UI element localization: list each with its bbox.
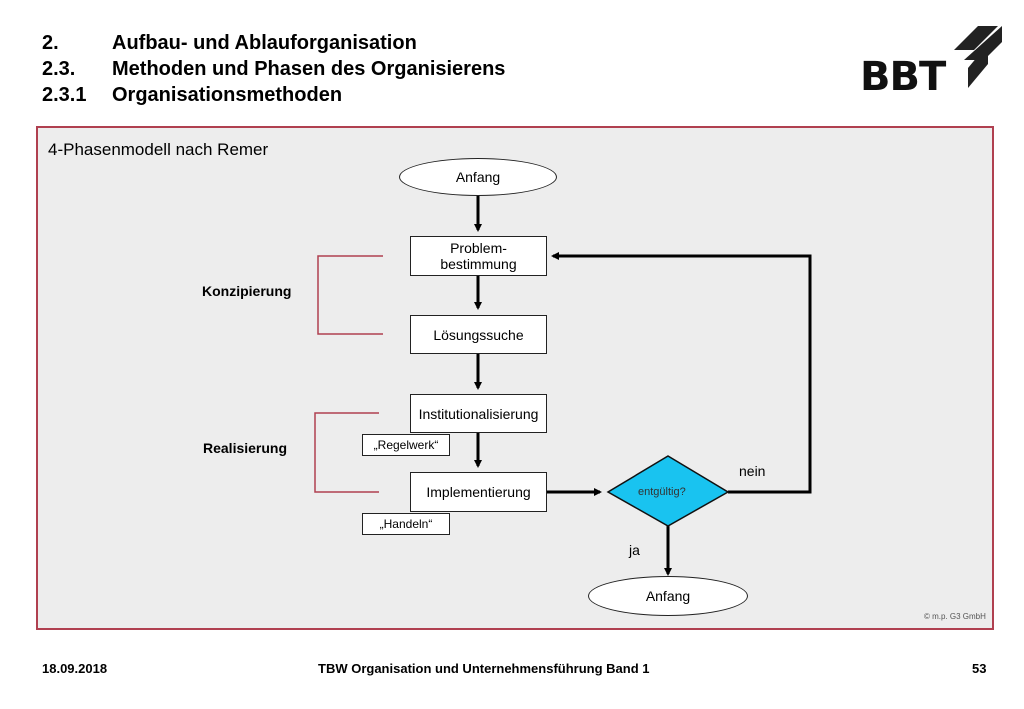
arrow-decision-no-loop bbox=[551, 252, 812, 494]
heading-number: 2.3. bbox=[42, 58, 76, 80]
footer-date: 18.09.2018 bbox=[42, 661, 108, 676]
heading-text: Methoden und Phasen des Organisierens bbox=[112, 58, 506, 80]
diagram-subtitle: 4-Phasenmodell nach Remer bbox=[48, 140, 269, 159]
footer-title: TBW Organisation und Unternehmensführung… bbox=[318, 661, 650, 676]
heading-text: Aufbau- und Ablauforganisation bbox=[112, 32, 417, 54]
note-regelwerk: „Regelwerk“ bbox=[362, 434, 450, 456]
heading-number: 2.3.1 bbox=[42, 84, 87, 106]
phase-realisierung: Realisierung bbox=[203, 440, 288, 456]
step-institutionalisierung: Institutionalisierung bbox=[410, 394, 547, 433]
bracket-konzipierung bbox=[317, 255, 383, 335]
phase-konzipierung: Konzipierung bbox=[202, 283, 292, 299]
decision-diamond bbox=[606, 455, 730, 527]
copyright-note: © m.p. G3 GmbH bbox=[924, 612, 986, 621]
step-implementierung: Implementierung bbox=[410, 472, 547, 512]
bbt-logo: BBT bbox=[860, 26, 1002, 96]
decision-label: entgültig? bbox=[638, 486, 686, 498]
heading-number: 2. bbox=[42, 32, 59, 54]
diagram-panel bbox=[36, 126, 994, 630]
logo-text: BBT bbox=[860, 54, 947, 96]
label-nein: nein bbox=[739, 463, 766, 479]
step-problembestimmung: Problem- bestimmung bbox=[410, 236, 547, 276]
step-loesungssuche: Lösungssuche bbox=[410, 315, 547, 354]
label-ja: ja bbox=[629, 542, 640, 558]
end-node: Anfang bbox=[588, 576, 748, 616]
note-handeln: „Handeln“ bbox=[362, 513, 450, 535]
footer-page-number: 53 bbox=[972, 661, 987, 676]
bracket-realisierung bbox=[314, 412, 379, 493]
start-node: Anfang bbox=[399, 158, 557, 196]
heading-text: Organisationsmethoden bbox=[112, 84, 343, 106]
